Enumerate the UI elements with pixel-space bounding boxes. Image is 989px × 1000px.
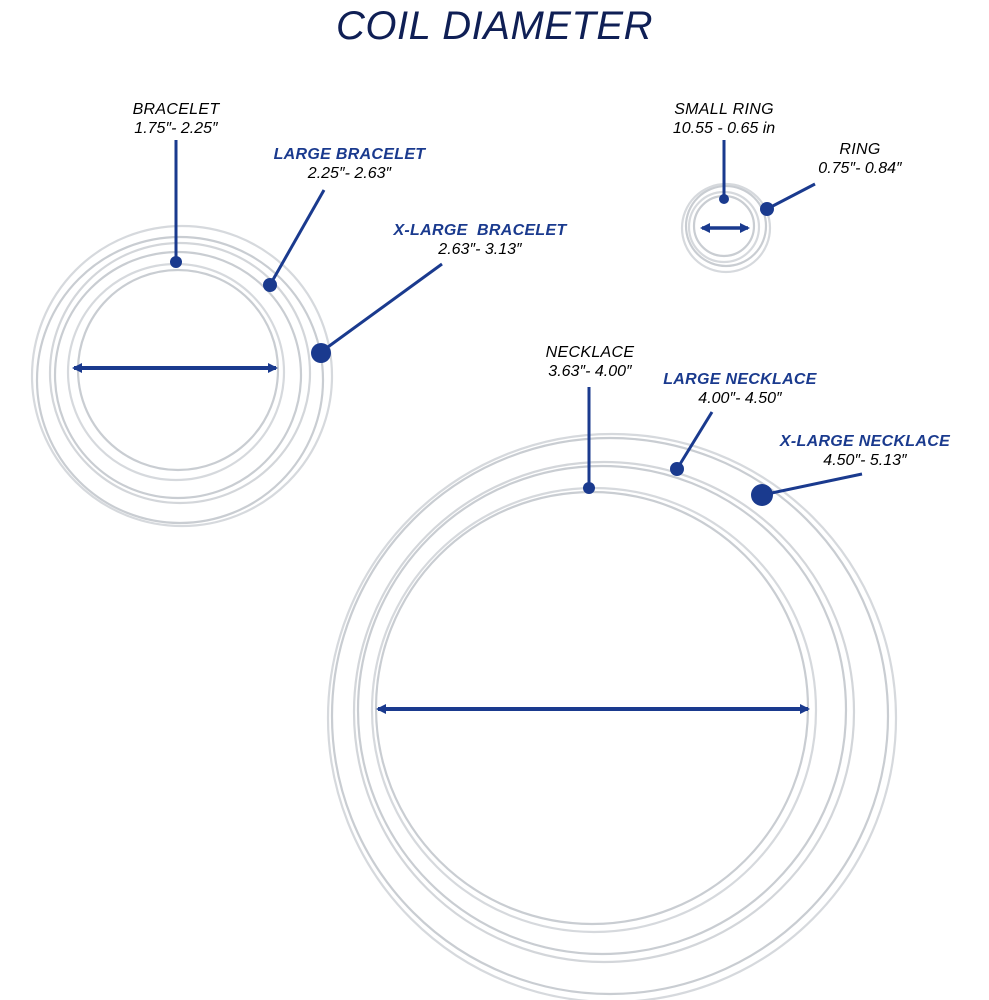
necklace-label: NECKLACE 3.63″- 4.00″ [510, 343, 670, 381]
xlarge-bracelet-range: 2.63″- 3.13″ [438, 241, 522, 258]
xlarge-bracelet-ring-2 [30, 224, 334, 528]
small-ring-range: 10.55 - 0.65 in [672, 120, 776, 137]
xlarge-necklace-label: X-LARGE NECKLACE 4.50″- 5.13″ [760, 432, 970, 470]
xlarge-bracelet-label: X-LARGE BRACELET 2.63″- 3.13″ [380, 221, 580, 259]
bracelet-coils [30, 224, 334, 528]
large-necklace-marker [670, 462, 684, 476]
large-necklace-name: LARGE NECKLACE [663, 371, 817, 388]
large-necklace-range: 4.00″- 4.50″ [698, 390, 782, 407]
bracelet-range: 1.75″- 2.25″ [134, 120, 218, 137]
large-necklace-ring [356, 464, 848, 956]
ring-name: RING [839, 141, 881, 158]
xlarge-necklace-ring-2 [326, 432, 898, 1000]
large-bracelet-marker [263, 278, 277, 292]
necklace-coils [326, 432, 898, 1000]
xlarge-bracelet-ring [35, 235, 325, 525]
bracelet-name: BRACELET [132, 101, 220, 118]
small-ring-marker [719, 194, 729, 204]
necklace-name: NECKLACE [545, 344, 635, 361]
ring-coils [680, 182, 772, 274]
large-bracelet-name: LARGE BRACELET [273, 146, 426, 163]
xlarge-necklace-name: X-LARGE NECKLACE [779, 433, 951, 450]
ring-label: RING 0.75″- 0.84″ [800, 140, 920, 178]
ring-marker [760, 202, 774, 216]
small-ring-label: SMALL RING 10.55 - 0.65 in [654, 100, 794, 138]
xlarge-necklace-marker [751, 484, 773, 506]
ring-range: 0.75″- 0.84″ [818, 160, 902, 177]
xlarge-bracelet-name: X-LARGE BRACELET [393, 222, 567, 239]
large-bracelet-ring-2 [48, 241, 312, 505]
ring [684, 184, 768, 268]
ring-leader [766, 182, 816, 211]
small-ring [692, 194, 756, 258]
bracelet-marker [170, 256, 182, 268]
page-title: COIL DIAMETER [336, 4, 653, 48]
xlarge-necklace-ring [330, 436, 890, 996]
xlarge-bracelet-leader [320, 262, 443, 354]
xlarge-necklace-range: 4.50″- 5.13″ [823, 452, 907, 469]
xlarge-bracelet-marker [311, 343, 331, 363]
ring-2 [680, 182, 772, 274]
large-necklace-ring-2 [352, 460, 856, 964]
necklace-marker [583, 482, 595, 494]
large-bracelet-range: 2.25″- 2.63″ [307, 165, 392, 182]
large-necklace-leader [675, 411, 714, 470]
large-necklace-label: LARGE NECKLACE 4.00″- 4.50″ [640, 370, 840, 408]
bracelet-ring-2 [66, 262, 286, 482]
large-bracelet-label: LARGE BRACELET 2.25″- 2.63″ [262, 145, 437, 183]
necklace-range: 3.63″- 4.00″ [548, 363, 632, 380]
bracelet-label: BRACELET 1.75″- 2.25″ [96, 100, 256, 138]
small-ring-name: SMALL RING [674, 101, 774, 118]
large-bracelet-ring [53, 250, 303, 500]
xlarge-necklace-leader [761, 472, 863, 497]
large-bracelet-leader [268, 189, 326, 286]
